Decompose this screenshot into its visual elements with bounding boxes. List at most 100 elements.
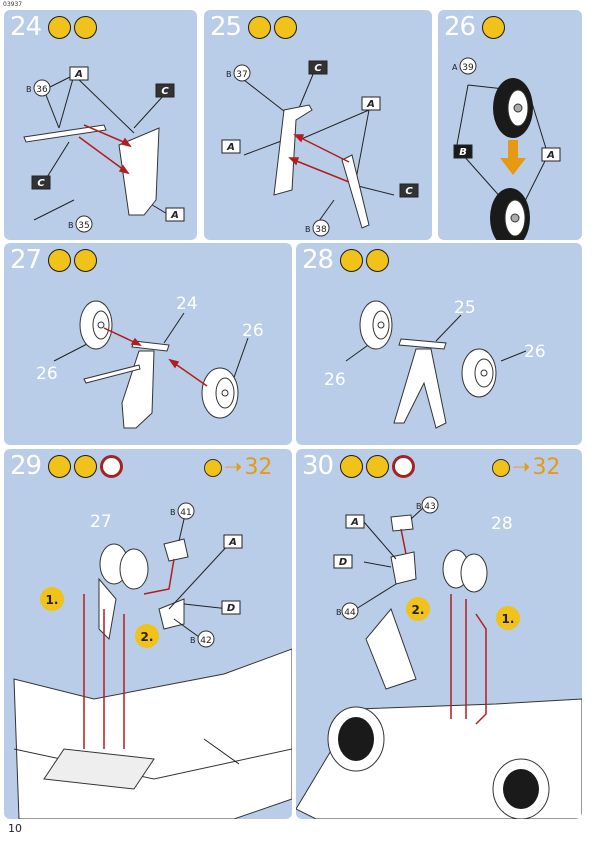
part-label: 37: [236, 70, 247, 80]
glue-icon: [340, 249, 363, 272]
sprue-label: B: [170, 508, 176, 517]
continue-ref: ➝ 32: [492, 455, 560, 480]
wheel-icon: [442, 549, 488, 593]
svg-text:D: D: [227, 603, 235, 614]
svg-text:A: A: [170, 210, 179, 221]
glue-icon: [340, 455, 363, 478]
step-number: 29: [10, 451, 42, 481]
sprue-label: B: [26, 85, 32, 94]
part-label: 41: [180, 508, 191, 518]
continue-ref: ➝ 32: [204, 455, 272, 480]
svg-text:D: D: [339, 557, 347, 568]
step-number: 25: [210, 12, 242, 42]
wheel-icon: [99, 543, 149, 590]
wheel-icon: [493, 78, 533, 138]
svg-text:C: C: [405, 186, 413, 197]
wheel-icon: [490, 188, 530, 240]
step-24-panel: 24 36 35 B B A C C A: [4, 10, 197, 240]
continue-step: 32: [244, 455, 273, 480]
part-label: 35: [78, 221, 89, 231]
document-code: 03937: [3, 1, 23, 8]
step-26-drawing: 39 A B A: [452, 57, 561, 240]
step-27-panel: 27 26 24 26: [4, 243, 292, 445]
svg-text:2.: 2.: [141, 630, 154, 644]
color-flag-a: A: [223, 534, 243, 549]
page-number: 10: [8, 822, 22, 835]
wheel-icon: [359, 300, 393, 350]
sprue-label: B: [336, 608, 342, 617]
svg-text:1.: 1.: [502, 612, 515, 626]
step-28-panel: 28 26 25 26: [296, 243, 582, 445]
step-30-drawing: 43 44 B B A D 2. 1. 28: [296, 496, 582, 819]
sprue-label: B: [305, 225, 311, 234]
color-flag-d: D: [221, 600, 241, 615]
part-callout: 28: [491, 514, 513, 534]
glue-icon: [248, 16, 271, 39]
step-number: 28: [302, 245, 334, 275]
glue-icon: [48, 16, 71, 39]
color-flag-c: C: [31, 175, 51, 190]
svg-text:A: A: [546, 150, 555, 161]
step-29-drawing: 41 42 B B A D 1. 2. 27 23: [13, 502, 292, 819]
paint-brush-icon: [74, 249, 97, 272]
part-callout: 26: [324, 370, 346, 390]
svg-text:2.: 2.: [412, 603, 425, 617]
step-27-drawing: 26 24 26: [36, 294, 264, 429]
order-badge-1: 1.: [496, 606, 520, 630]
svg-text:C: C: [314, 63, 322, 74]
paint-brush-icon: [74, 455, 97, 478]
svg-text:A: A: [228, 537, 237, 548]
svg-text:B: B: [459, 147, 467, 158]
step-number: 26: [444, 12, 476, 42]
svg-text:A: A: [350, 517, 359, 528]
color-flag-a: A: [69, 66, 89, 81]
part-callout: 26: [36, 364, 58, 384]
glue-icon: [48, 249, 71, 272]
part-label: 43: [424, 502, 435, 512]
svg-text:A: A: [366, 99, 375, 110]
clock-icon: [392, 455, 415, 478]
clock-icon: [100, 455, 123, 478]
arrow-icon: ➝: [512, 455, 531, 480]
step-number: 27: [10, 245, 42, 275]
color-flag-c: C: [308, 60, 328, 75]
step-number: 24: [10, 12, 42, 42]
step-28-drawing: 26 25 26: [324, 298, 546, 429]
sprue-label: B: [226, 70, 232, 79]
color-flag-a: A: [361, 96, 381, 111]
step-29-panel: 29 ➝ 32: [4, 449, 292, 819]
paint-brush-icon: [74, 16, 97, 39]
order-badge-2: 2.: [406, 597, 430, 621]
color-flag-a: A: [221, 139, 241, 154]
svg-text:1.: 1.: [46, 593, 59, 607]
paint-brush-icon: [366, 249, 389, 272]
color-flag-a: A: [165, 207, 185, 222]
down-arrow-icon: [500, 140, 526, 175]
continue-step: 32: [532, 455, 561, 480]
order-badge-2: 2.: [135, 624, 159, 648]
glue-icon: [48, 455, 71, 478]
wheel-icon: [461, 348, 497, 398]
svg-text:C: C: [37, 178, 45, 189]
color-flag-d: D: [333, 554, 353, 569]
box-icon: [492, 458, 510, 477]
paint-brush-icon: [274, 16, 297, 39]
step-26-panel: 26 39 A B A: [438, 10, 582, 240]
box-icon: [204, 458, 222, 477]
wheel-icon: [79, 300, 113, 350]
part-callout: 24: [176, 294, 198, 314]
svg-text:A: A: [74, 69, 83, 80]
color-flag-a: A: [345, 514, 365, 529]
part-callout: 27: [90, 512, 112, 532]
step-number: 30: [302, 451, 334, 481]
sprue-label: B: [416, 502, 422, 511]
part-callout: 26: [524, 342, 546, 362]
svg-text:A: A: [226, 142, 235, 153]
sprue-label: A: [452, 63, 458, 72]
part-callout: 26: [242, 321, 264, 341]
step-30-panel: 30 ➝ 32: [296, 449, 582, 819]
color-flag-b: B: [453, 144, 473, 159]
part-label: 38: [315, 225, 327, 235]
sprue-label: B: [68, 221, 74, 230]
wheel-icon: [201, 367, 239, 419]
